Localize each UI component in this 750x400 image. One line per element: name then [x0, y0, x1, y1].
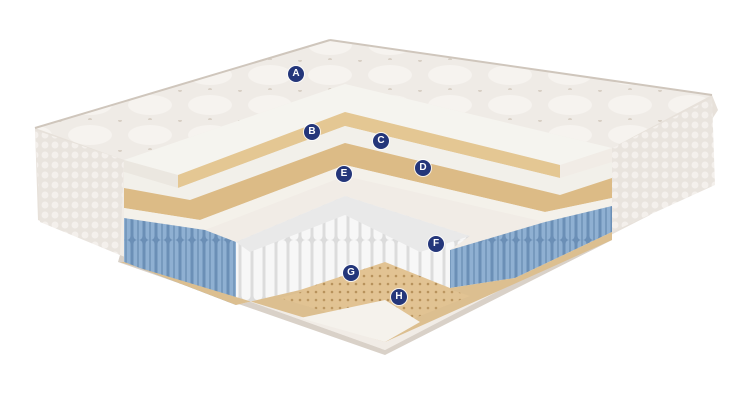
layer-marker-b: B [304, 124, 320, 140]
layer-marker-c: C [373, 133, 389, 149]
layer-marker-d: D [415, 160, 431, 176]
layer-marker-e: E [336, 166, 352, 182]
layer-marker-g: G [343, 265, 359, 281]
layer-marker-a: A [288, 66, 304, 82]
layer-marker-f: F [428, 236, 444, 252]
cutaway-layers [120, 84, 612, 350]
layer-marker-h: H [391, 289, 407, 305]
